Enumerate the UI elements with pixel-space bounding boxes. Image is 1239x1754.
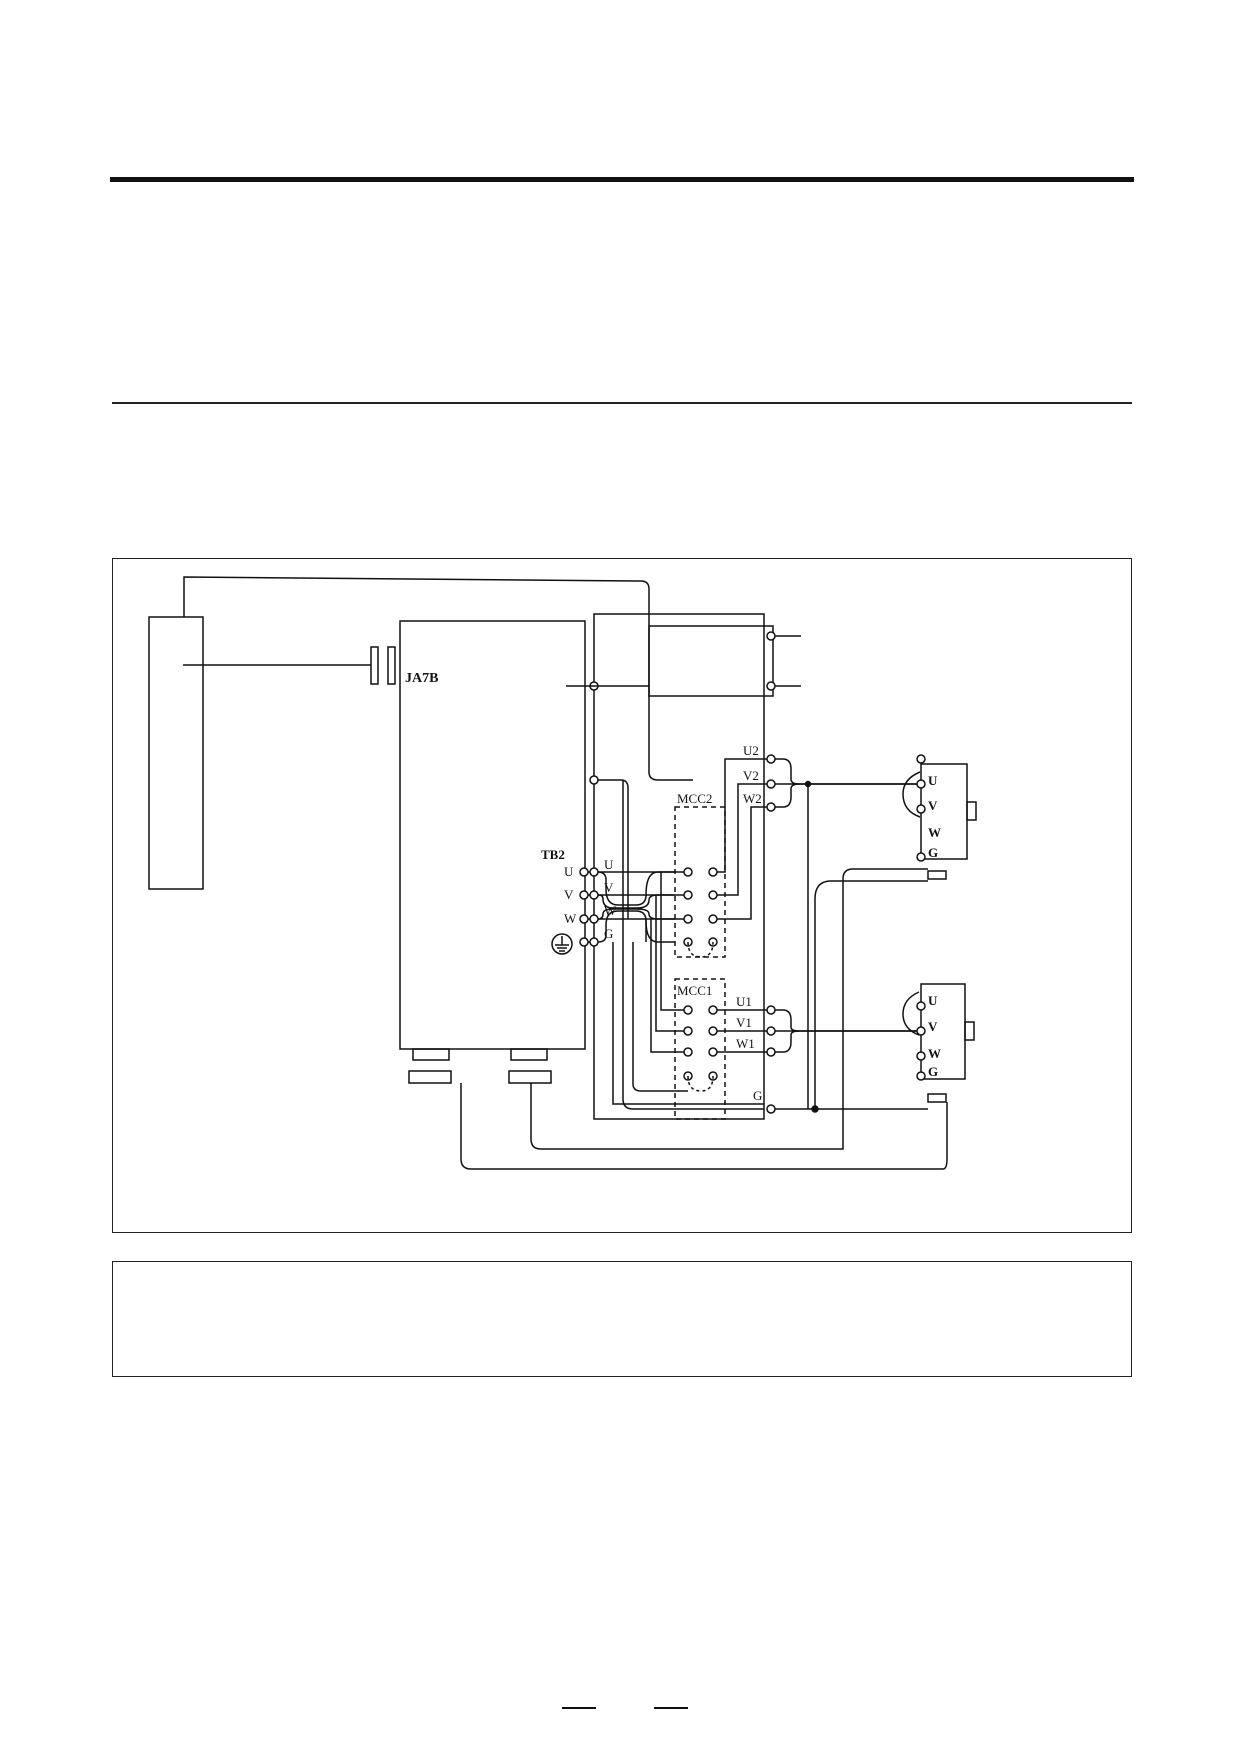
- cabinet-terminal-w: W: [604, 903, 617, 918]
- amp-connector-b-plug: [508, 1070, 552, 1084]
- svg-text:V: V: [928, 1019, 938, 1034]
- feedback-cable-motor1: [460, 1083, 948, 1170]
- svg-text:W: W: [928, 825, 941, 840]
- top-cable: [183, 576, 693, 781]
- cabinet-terminal-u: U: [604, 857, 614, 872]
- cabinet-terminal-v: V: [604, 880, 614, 895]
- tb2-node-w: [579, 914, 589, 924]
- feedback-cable-motor2: [530, 868, 928, 1150]
- cabinet-terminal-g: G: [604, 926, 613, 941]
- wiring-diagram-frame: JA7B TB2 U V W U V W G MCC2: [112, 558, 1132, 1233]
- svg-text:U: U: [928, 773, 938, 788]
- servo-motor-2: U V W G: [902, 754, 977, 880]
- svg-text:W: W: [928, 1046, 941, 1061]
- page-number-dash-left: [562, 1707, 596, 1709]
- servo-amplifier: [399, 620, 586, 1050]
- svg-text:V: V: [928, 798, 938, 813]
- note-box: [112, 1261, 1132, 1377]
- ground-symbol-icon: [551, 933, 573, 955]
- cabinet-power-module: [648, 625, 774, 697]
- output-w2: W2: [743, 791, 762, 806]
- output-g: G: [753, 1088, 762, 1103]
- output-u2: U2: [743, 743, 759, 758]
- servo-motor-1: U V W G: [902, 983, 975, 1103]
- tb2-terminal-w: W: [564, 911, 577, 926]
- amp-connector-a-socket: [412, 1048, 450, 1061]
- tb2-terminal-v: V: [564, 887, 574, 902]
- wiring-diagram: JA7B TB2 U V W U V W G MCC2: [148, 576, 977, 1170]
- connector-plug-right: [387, 646, 396, 685]
- left-control-unit: [148, 616, 204, 890]
- contactor-mcc2: [674, 806, 726, 958]
- mcc2-label: MCC2: [677, 791, 712, 806]
- tb2-terminal-u: U: [564, 864, 574, 879]
- section-rule: [112, 402, 1132, 404]
- connector-label: JA7B: [405, 671, 438, 686]
- output-u1: U1: [736, 994, 752, 1009]
- output-v1: V1: [736, 1015, 752, 1030]
- tb2-node-g: [579, 937, 589, 947]
- amp-to-cabinet-cable: [588, 871, 675, 943]
- amp-connector-b-socket: [510, 1048, 548, 1061]
- svg-text:G: G: [928, 1064, 938, 1079]
- page-number-dash-right: [654, 1707, 688, 1709]
- tb2-node-v: [579, 890, 589, 900]
- tb2-node-u: [579, 867, 589, 877]
- svg-text:U: U: [928, 993, 938, 1008]
- tb2-label: TB2: [541, 847, 565, 862]
- mcc1-label: MCC1: [677, 983, 712, 998]
- contactor-mcc1: [674, 978, 726, 1120]
- output-w1: W1: [736, 1036, 755, 1051]
- amp-connector-a-plug: [408, 1070, 452, 1084]
- header-rule-thick: [110, 177, 1134, 182]
- svg-text:G: G: [928, 845, 938, 860]
- connector-plug-left: [370, 646, 379, 685]
- output-v2: V2: [743, 768, 759, 783]
